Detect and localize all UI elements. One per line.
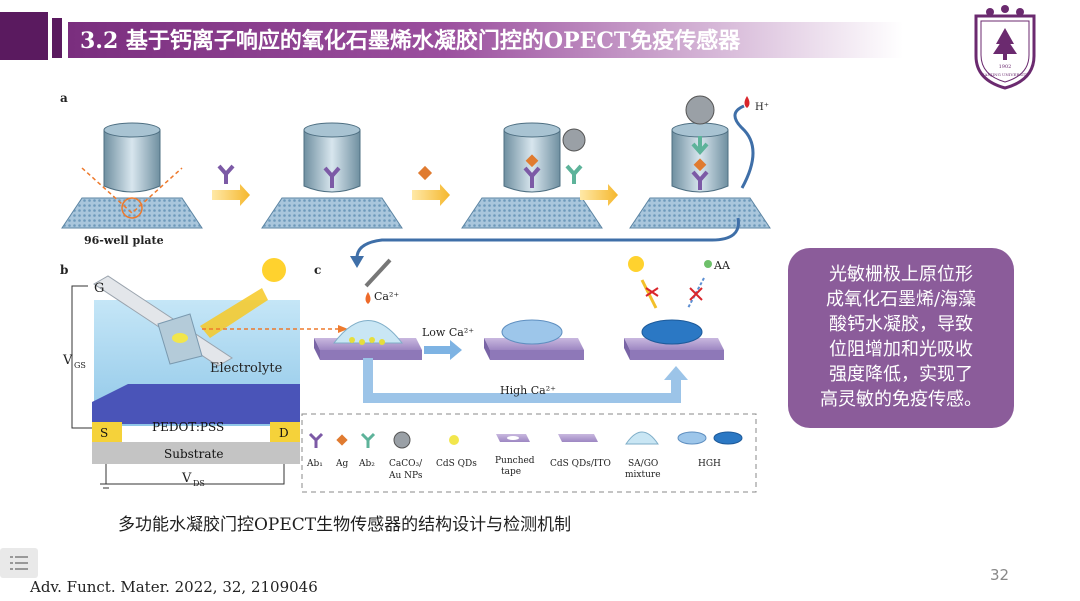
legend-ab2-icon	[360, 432, 376, 448]
arrow-step-1	[212, 184, 250, 206]
pedot-label: PEDOT:PSS	[152, 420, 224, 434]
logo-text: NANJING UNIVERSITY	[981, 72, 1029, 77]
legend-ab1-icon	[308, 432, 324, 448]
arrow-step-3	[580, 184, 618, 206]
vgs-label: V	[62, 353, 73, 368]
panel-b-label: b	[60, 263, 68, 277]
high-ca-arrowhead	[664, 366, 688, 380]
arrow-step-2	[412, 184, 450, 206]
ab1-icon	[217, 164, 235, 184]
drain-label: D	[279, 426, 289, 440]
legend-hgh-icon	[713, 431, 743, 445]
vgs-sub: GS	[74, 361, 86, 370]
figure-caption: 多功能水凝胶门控OPECT生物传感器的结构设计与检测机制	[118, 515, 572, 535]
callout-line: 强度降低，实现了	[829, 364, 973, 385]
high-ca-label: High Ca²⁺	[500, 384, 556, 397]
header-square-small	[52, 18, 62, 58]
drain-source-wire	[105, 464, 285, 485]
legend-punched-line1: Punched	[495, 456, 535, 466]
aa-dot-icon	[704, 260, 712, 268]
drain-pad	[270, 422, 300, 442]
transfer-arrowhead	[350, 256, 364, 268]
proton-label: H⁺	[755, 102, 769, 113]
legend-cds-ito: CdS QDs/ITO	[550, 459, 611, 469]
blocked-light-icon	[640, 279, 659, 309]
source-pad	[92, 422, 122, 442]
logo-year: 1902	[999, 64, 1012, 70]
electrolyte-label: Electrolyte	[210, 361, 283, 376]
aa-label: AA	[713, 259, 731, 272]
legend-ab1: Ab₁	[306, 459, 323, 469]
caco3-ab2-icon	[562, 128, 586, 184]
plate-label: 96-well plate	[84, 234, 164, 247]
legend-punched-line2: tape	[501, 467, 521, 477]
callout-line: 成氧化石墨烯/海藻	[825, 289, 977, 310]
legend-box	[301, 413, 757, 493]
ag-icon	[417, 165, 433, 181]
page-number: 32	[990, 566, 1010, 584]
header-square-large	[0, 12, 48, 60]
panel-c-label: c	[314, 263, 321, 277]
reference-citation: Adv. Funct. Mater. 2022, 32, 2109046	[30, 578, 318, 596]
high-ca-arrow	[363, 358, 681, 403]
calcium-drop-icon	[365, 292, 371, 304]
dash-link-arrowhead	[338, 325, 348, 333]
legend-cds: CdS QDs	[436, 459, 477, 469]
substrate-label: Substrate	[164, 447, 223, 461]
legend-ag: Ag	[335, 459, 348, 469]
blocked-aa-icon	[687, 277, 705, 309]
dropper-icon	[364, 258, 392, 288]
device-1	[314, 320, 422, 360]
plate-step-2	[261, 122, 403, 229]
summary-callout: 光敏栅极上原位形 成氧化石墨烯/海藻 酸钙水凝胶，导致 位阻增加和光吸收 强度降…	[788, 248, 1014, 428]
legend-cds-ito-icon	[558, 434, 598, 442]
header-band	[68, 22, 903, 58]
legend-caco3-line1: CaCO₃/	[389, 459, 423, 469]
legend-ag-icon	[336, 434, 348, 446]
legend-caco3-line2: Au NPs	[388, 471, 423, 481]
pedot-layer	[92, 384, 300, 424]
substrate-layer	[92, 442, 300, 464]
legend-sago-line2: mixture	[625, 470, 661, 480]
gate-wire	[71, 285, 92, 429]
transfer-arrow	[355, 217, 740, 259]
slide-menu-icon	[10, 556, 28, 570]
panel-a-label: a	[60, 91, 68, 105]
callout-line: 位阻增加和光吸收	[829, 339, 973, 360]
acid-arrow	[733, 104, 755, 189]
light-beam	[200, 288, 268, 338]
plate-step-1	[61, 122, 203, 229]
plate-step-4	[629, 95, 771, 229]
legend-sago-icon	[625, 431, 659, 445]
gate-label: G	[94, 281, 104, 296]
legend-caco3-icon	[393, 431, 411, 449]
ground-icon	[100, 483, 112, 489]
low-ca-label: Low Ca²⁺	[422, 326, 474, 339]
callout-line: 酸钙水凝胶，导致	[829, 314, 973, 335]
vds-sub: DS	[193, 479, 205, 488]
slide-menu-button[interactable]	[0, 548, 38, 578]
callout-line: 光敏栅极上原位形	[829, 264, 973, 285]
legend-cds-icon	[449, 435, 459, 445]
device-3	[624, 319, 724, 360]
device-2	[484, 319, 584, 360]
sun-icon	[262, 258, 286, 282]
legend-ab2: Ab₂	[358, 459, 375, 469]
callout-line: 高灵敏的免疫传感。	[820, 389, 982, 410]
legend-punched-hole	[507, 436, 519, 440]
plate-step-3	[461, 122, 603, 229]
legend-sago-line1: SA/GO	[628, 459, 658, 469]
calcium-label: Ca²⁺	[374, 290, 399, 303]
nanjing-university-seal-icon: 1902 NANJING UNIVERSITY	[974, 5, 1036, 90]
legend-hgh: HGH	[698, 459, 721, 469]
figure-schematic: a 96-well plate H⁺	[60, 91, 771, 493]
source-label: S	[100, 426, 108, 440]
sun-icon-c	[628, 256, 644, 272]
proton-drop-icon	[744, 96, 750, 108]
vds-label: V	[181, 471, 192, 486]
low-ca-arrow	[424, 340, 462, 360]
legend-hydrogel-light-icon	[677, 431, 707, 445]
slide-title: 3.2 基于钙离子响应的氧化石墨烯水凝胶门控的OPECT免疫传感器	[80, 28, 741, 54]
gate-cds-spot	[172, 333, 188, 343]
